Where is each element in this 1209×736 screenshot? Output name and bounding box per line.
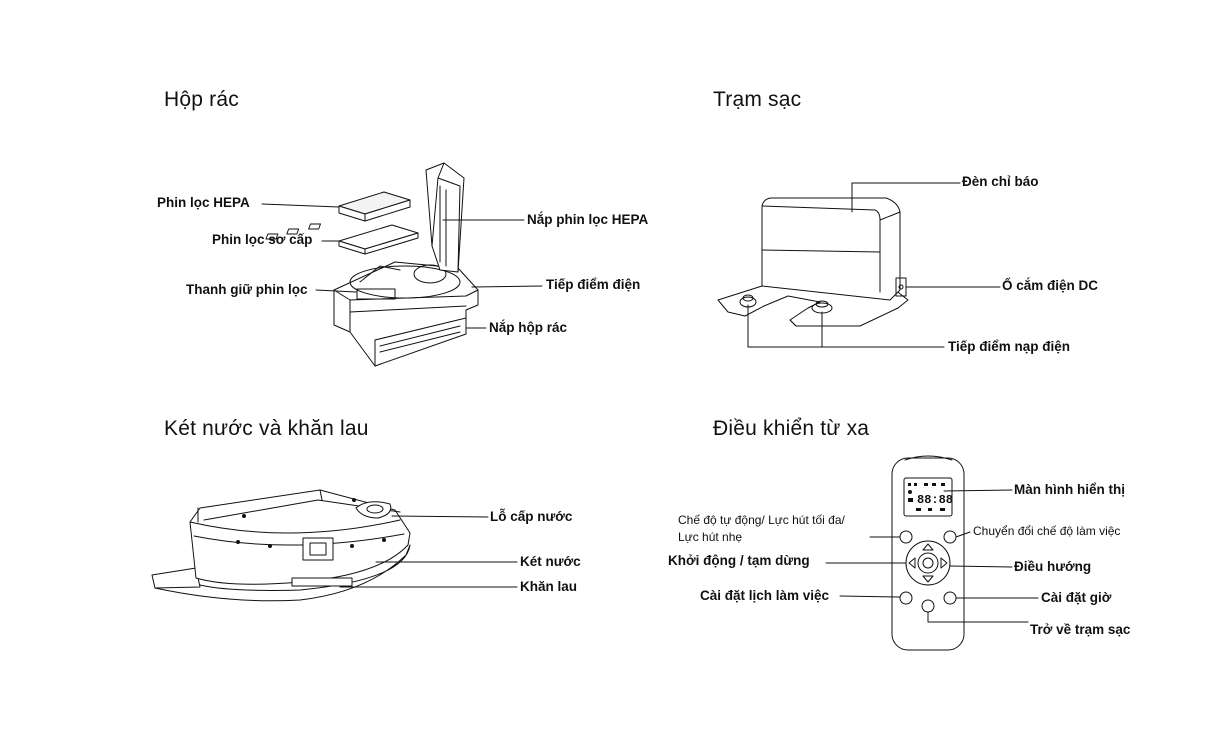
- label-set-clock: Cài đặt giờ: [1041, 590, 1112, 605]
- label-indicator-light: Đèn chỉ báo: [962, 174, 1039, 189]
- label-return-dock: Trở về trạm sạc: [1030, 622, 1131, 637]
- label-schedule: Cài đặt lịch làm việc: [700, 588, 830, 603]
- charging-station-illustration: [717, 197, 909, 327]
- dustbin-illustration: [265, 162, 479, 367]
- water-tank-illustration: [151, 489, 411, 602]
- label-electrical-contact: Tiếp điểm điện: [546, 277, 641, 292]
- label-suction-mode-line1: Chế độ tự động/ Lực hút tối đa/: [678, 513, 845, 527]
- label-charging-contacts: Tiếp điểm nạp điện: [948, 339, 1071, 354]
- label-bin-cover: Nắp hộp rác: [489, 320, 568, 335]
- remote-lcd-digits: 88:88: [917, 493, 953, 507]
- label-navigation: Điều hướng: [1014, 559, 1092, 574]
- label-tank: Két nước: [520, 554, 581, 569]
- label-filter-holder: Thanh giữ phin lọc: [186, 282, 308, 297]
- label-hepa-filter: Phin lọc HEPA: [157, 195, 250, 210]
- water-tank-title: Két nước và khăn lau: [164, 417, 369, 440]
- dustbin-title: Hộp rác: [164, 88, 239, 111]
- leader-lines: [261, 182, 1039, 623]
- label-switch-mode: Chuyển đổi chế độ làm việc: [973, 524, 1121, 538]
- label-primary-filter: Phin lọc sơ cấp: [212, 232, 313, 247]
- label-suction-mode-line2: Lực hút nhẹ: [678, 530, 743, 544]
- label-dc-socket: Ổ cắm điện DC: [1002, 278, 1099, 293]
- charging-station-title: Trạm sạc: [713, 88, 802, 111]
- label-start-pause: Khởi động / tạm dừng: [668, 553, 810, 568]
- label-display: Màn hình hiển thị: [1014, 482, 1125, 497]
- label-water-inlet: Lỗ cấp nước: [490, 509, 573, 524]
- remote-title: Điều khiển từ xa: [713, 417, 870, 440]
- label-hepa-cover: Nắp phin lọc HEPA: [527, 212, 649, 227]
- label-mop: Khăn lau: [520, 579, 578, 594]
